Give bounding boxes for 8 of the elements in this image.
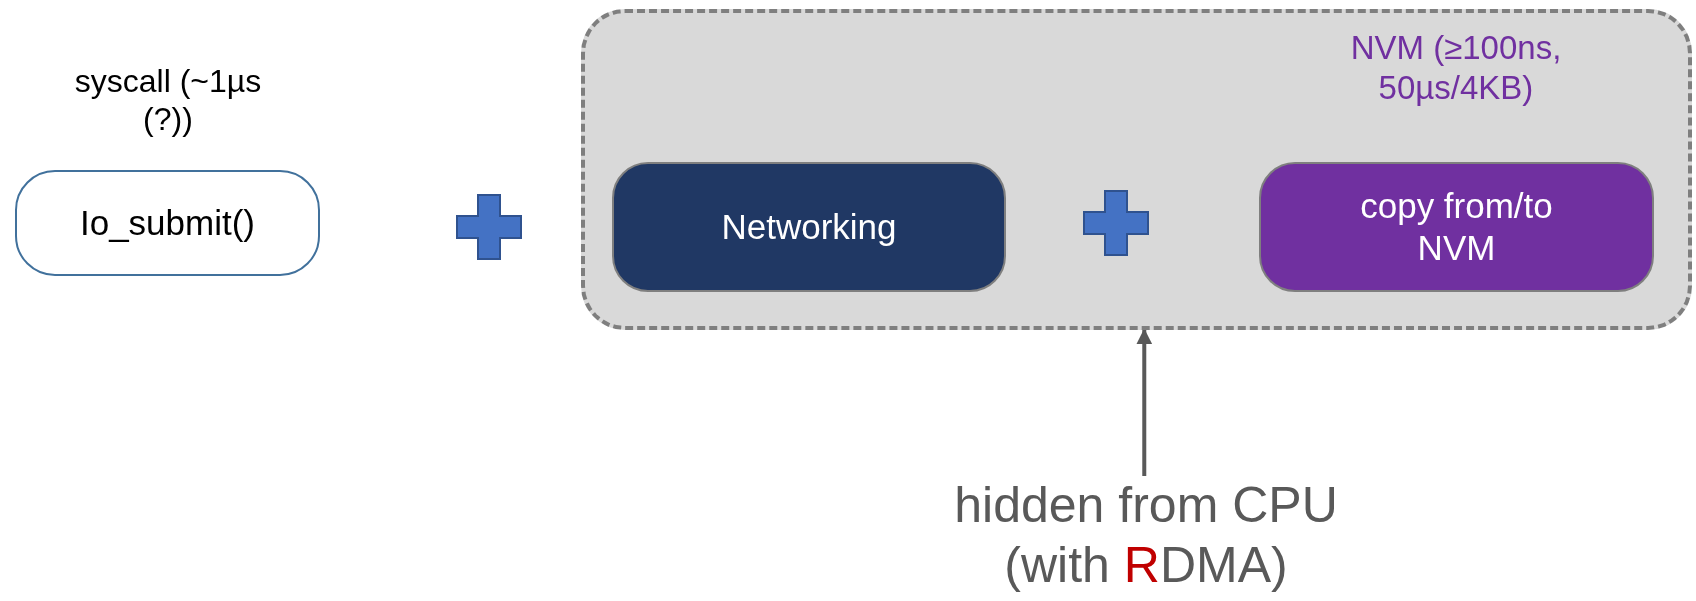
node-caption: syscall (~1µs (?)) — [73, 62, 263, 139]
arrow — [1136, 328, 1153, 476]
dashed-group-box — [581, 9, 1692, 330]
annotation-text: hidden from CPU (with RDMA) — [866, 472, 1426, 598]
process-box: copy from/to NVM — [1259, 162, 1654, 292]
process-box: Networking — [612, 162, 1006, 292]
node-caption: NVM (≥100ns, 50µs/4KB) — [1349, 28, 1563, 108]
process-box: Io_submit() — [15, 170, 320, 276]
